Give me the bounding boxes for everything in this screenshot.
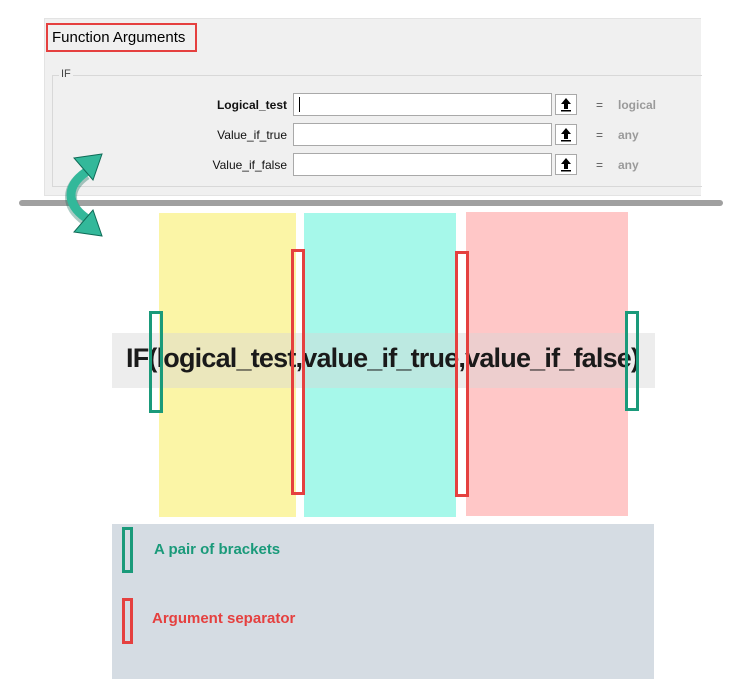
value-if-true-highlight (304, 213, 456, 517)
value-if-true-input[interactable] (293, 123, 552, 146)
upload-arrow-icon (561, 98, 571, 112)
separator-legend-swatch (122, 598, 133, 644)
value-if-false-label: Value_if_false (212, 158, 288, 172)
divider-bar (19, 200, 723, 206)
dialog-title: Function Arguments (46, 23, 197, 52)
separator-legend-label: Argument separator (152, 610, 296, 627)
logical-test-ref-button[interactable] (555, 94, 577, 115)
function-arguments-dialog: Function Arguments IF Logical_test = log… (44, 18, 702, 196)
first-separator-marker (291, 249, 305, 495)
value-if-false-ref-button[interactable] (555, 154, 577, 175)
bracket-legend-label: A pair of brackets (154, 541, 281, 558)
equals-sign: = (596, 158, 604, 172)
curved-double-arrow-icon (65, 153, 103, 237)
value-if-true-ref-button[interactable] (555, 124, 577, 145)
arg-row-value-if-true: Value_if_true = any (53, 123, 702, 148)
bracket-legend-swatch (122, 527, 133, 573)
logical-test-highlight (159, 213, 296, 517)
if-formula-syntax: IF(logical_test,value_if_true,value_if_f… (126, 343, 640, 373)
formula-strip (112, 333, 655, 388)
logical-test-input[interactable] (293, 93, 552, 116)
value-if-false-result: any (618, 158, 639, 172)
legend-panel: A pair of brackets Argument separator (112, 524, 654, 679)
value-if-false-input[interactable] (293, 153, 552, 176)
equals-sign: = (596, 98, 604, 112)
second-separator-marker (455, 251, 469, 497)
open-bracket-marker (149, 311, 163, 413)
group-label: IF (59, 68, 73, 80)
arg-row-logical-test: Logical_test = logical (53, 93, 702, 118)
upload-arrow-icon (561, 158, 571, 172)
value-if-true-result: any (618, 128, 639, 142)
arg-row-value-if-false: Value_if_false = any (53, 153, 702, 178)
close-bracket-marker (625, 311, 639, 411)
logical-test-label: Logical_test (216, 98, 287, 112)
logical-test-result: logical (618, 98, 657, 112)
equals-sign: = (596, 128, 604, 142)
text-caret (299, 97, 300, 112)
if-argument-group: IF Logical_test = logical Value_if_true (52, 68, 702, 187)
value-if-true-label: Value_if_true (217, 128, 287, 142)
value-if-false-highlight (466, 212, 628, 516)
upload-arrow-icon (561, 128, 571, 142)
